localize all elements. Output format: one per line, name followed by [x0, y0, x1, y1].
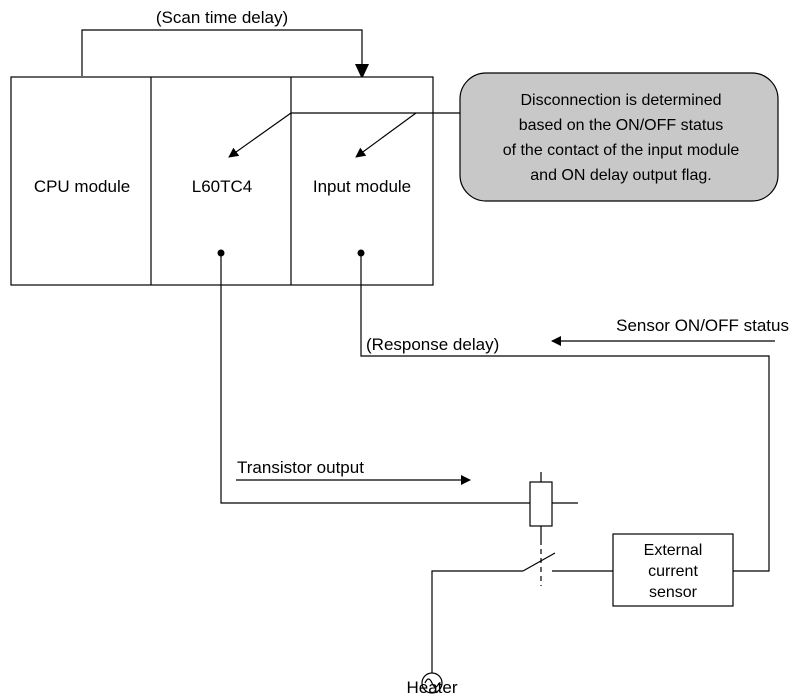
sine-wave-icon — [424, 678, 440, 688]
scan-delay-label: (Scan time delay) — [156, 8, 288, 27]
callout-bubble — [459, 72, 779, 202]
callout-line-4: and ON delay output flag. — [530, 167, 711, 184]
sensor-status-label: Sensor ON/OFF status — [616, 316, 789, 335]
sensor-line-1: External — [644, 542, 703, 559]
heater-wire — [431, 570, 523, 674]
input-module-label: Input module — [313, 177, 411, 196]
sensor-line-2: current — [648, 563, 698, 580]
response-delay-label: (Response delay) — [366, 335, 499, 354]
relay-coil — [529, 481, 553, 527]
scan-delay-loop — [81, 29, 369, 79]
relay-contact — [522, 552, 556, 572]
callout-line-2: based on the ON/OFF status — [519, 117, 724, 134]
cpu-module-label: CPU module — [34, 177, 130, 196]
callout-line-1: Disconnection is determined — [521, 92, 722, 109]
l60tc4-label: L60TC4 — [192, 177, 252, 196]
callout-pointers — [228, 112, 460, 158]
sensor-return-wire — [360, 253, 770, 572]
sensor-line-3: sensor — [649, 584, 698, 601]
heater-label: Heater — [406, 678, 458, 697]
external-current-sensor — [612, 533, 734, 607]
transistor-output-wire — [220, 253, 530, 504]
callout-line-3: of the contact of the input module — [503, 142, 740, 159]
transistor-output-label: Transistor output — [237, 458, 364, 477]
